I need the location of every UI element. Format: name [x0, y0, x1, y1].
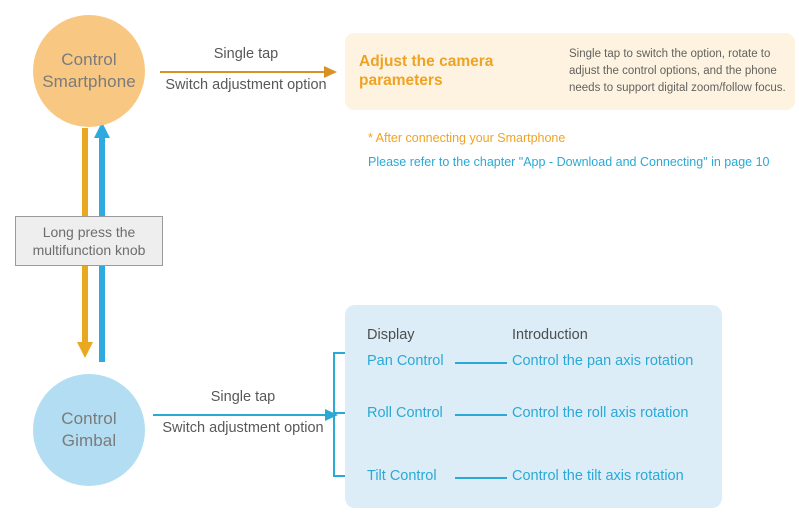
node-control-gimbal-line1: Control [61, 409, 117, 429]
camera-parameters-card: Adjust the camera parameters Single tap … [345, 33, 795, 110]
table-row[interactable]: Pan Control Control the pan axis rotatio… [345, 353, 722, 371]
note-after-connecting: * After connecting your Smartphone [368, 131, 566, 145]
row-display-pan: Pan Control [367, 353, 444, 369]
row-connector-tilt [455, 477, 507, 479]
camera-parameters-description: Single tap to switch the option, rotate … [569, 48, 786, 94]
panel-bracket-spine [333, 352, 335, 477]
node-control-gimbal[interactable]: Control Gimbal [33, 374, 145, 486]
knob-box-line1: Long press the [42, 223, 136, 240]
camera-parameters-title: Adjust the camera parameters [359, 52, 494, 89]
row-introduction-pan: Control the pan axis rotation [512, 353, 694, 369]
table-row[interactable]: Tilt Control Control the tilt axis rotat… [345, 468, 722, 486]
arrow-smartphone-to-card-head [324, 66, 337, 78]
arrow-bottom-label-below: Switch adjustment option [162, 420, 324, 436]
arrow-top-label-above: Single tap [213, 46, 279, 62]
column-header-display: Display [367, 327, 415, 343]
knob-box-line2: multifunction knob [32, 242, 146, 258]
row-connector-pan [455, 362, 507, 364]
vertical-arrow-down-head [77, 342, 93, 358]
display-introduction-panel: Display Introduction Pan Control Control… [345, 305, 722, 508]
node-control-smartphone[interactable]: Control Smartphone [33, 15, 145, 127]
long-press-knob-box: Long press the multifunction knob [15, 216, 163, 266]
arrow-gimbal-to-panel-line [153, 414, 333, 416]
row-display-tilt: Tilt Control [367, 468, 437, 484]
node-control-smartphone-line2: Smartphone [42, 72, 136, 91]
row-introduction-roll: Control the roll axis rotation [512, 405, 689, 421]
row-display-roll: Roll Control [367, 405, 443, 421]
column-header-introduction: Introduction [512, 327, 588, 343]
row-connector-roll [455, 414, 507, 416]
table-row[interactable]: Roll Control Control the roll axis rotat… [345, 405, 722, 423]
arrow-bottom-label-above: Single tap [210, 389, 276, 405]
arrow-smartphone-to-card-line [160, 71, 332, 73]
node-control-smartphone-line1: Control [61, 50, 117, 70]
row-introduction-tilt: Control the tilt axis rotation [512, 468, 684, 484]
arrow-top-label-below: Switch adjustment option [165, 77, 327, 93]
node-control-gimbal-line2: Gimbal [61, 431, 117, 450]
note-chapter-reference[interactable]: Please refer to the chapter "App - Downl… [368, 155, 770, 169]
